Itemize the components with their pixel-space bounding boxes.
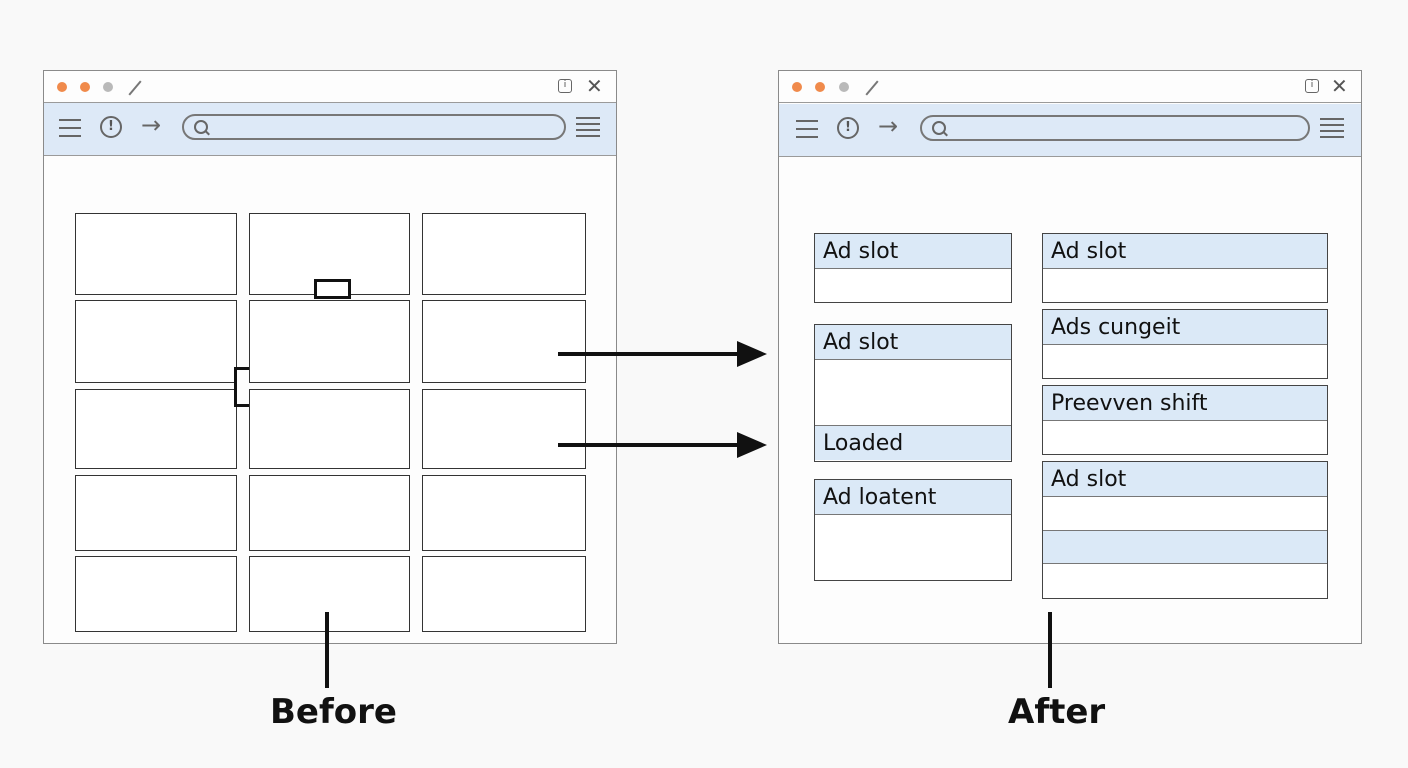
close-icon[interactable]: ✕ — [1331, 74, 1348, 98]
alert-icon[interactable]: ! — [100, 116, 122, 138]
minimize-dot-icon[interactable] — [80, 82, 90, 92]
ad-slot: Ad slot — [1042, 233, 1328, 303]
after-caption-pointer — [1048, 612, 1052, 688]
options-menu-icon[interactable] — [576, 117, 600, 137]
grid-cell — [249, 389, 410, 469]
ad-slot: Ad loatent — [814, 479, 1012, 581]
ad-slot-label: Preevven shift — [1043, 386, 1327, 421]
slash-icon — [128, 80, 142, 96]
search-icon — [194, 120, 208, 134]
grid-cell — [75, 213, 237, 295]
layout-shift-marker — [314, 279, 351, 299]
grid-cell — [422, 556, 586, 632]
ad-slot: Ad slot — [814, 233, 1012, 303]
maximize-dot-icon[interactable] — [103, 82, 113, 92]
grid-cell — [422, 300, 586, 383]
ad-slot-label: Ad slot — [1043, 462, 1327, 497]
slash-icon — [865, 80, 879, 96]
ad-slot: Ad slot Loaded — [814, 324, 1012, 462]
grid-cell — [75, 556, 237, 632]
ad-slot-label: Ad loatent — [815, 480, 1011, 515]
after-caption: After — [1008, 692, 1106, 732]
close-icon[interactable]: ✕ — [586, 74, 603, 98]
ad-slot: Ads cungeit — [1042, 309, 1328, 379]
menu-icon[interactable] — [796, 120, 818, 138]
ad-slot-label: Ad slot — [1043, 234, 1327, 269]
info-icon[interactable]: i — [558, 79, 572, 93]
maximize-dot-icon[interactable] — [839, 82, 849, 92]
before-browser-window: i ✕ ! → — [43, 70, 617, 644]
menu-icon[interactable] — [59, 119, 81, 137]
after-toolbar: ! → — [779, 104, 1361, 157]
forward-arrow-icon[interactable]: → — [878, 112, 899, 140]
after-browser-window: i ✕ ! → Ad slot Ad slot Loaded Ad loaten… — [778, 70, 1362, 644]
grid-cell — [422, 389, 586, 469]
options-menu-icon[interactable] — [1320, 118, 1344, 138]
alert-icon[interactable]: ! — [837, 117, 859, 139]
ad-slot: Ad slot — [1042, 461, 1328, 599]
grid-cell — [422, 475, 586, 551]
loaded-label: Loaded — [815, 425, 1011, 460]
forward-arrow-icon[interactable]: → — [141, 111, 162, 139]
search-bar[interactable] — [182, 114, 566, 140]
before-caption-pointer — [325, 612, 329, 688]
info-icon[interactable]: i — [1305, 79, 1319, 93]
before-title-bar: i ✕ — [44, 71, 616, 103]
before-caption: Before — [270, 692, 397, 732]
minimize-dot-icon[interactable] — [815, 82, 825, 92]
ad-slot: Preevven shift — [1042, 385, 1328, 455]
ad-slot-band — [1043, 530, 1327, 564]
grid-cell — [75, 300, 237, 383]
ad-slot-label: Ad slot — [815, 325, 1011, 360]
ad-slot-label: Ad slot — [815, 234, 1011, 269]
grid-cell — [422, 213, 586, 295]
ad-slot-label: Ads cungeit — [1043, 310, 1327, 345]
close-dot-icon[interactable] — [57, 82, 67, 92]
grid-cell — [249, 556, 410, 632]
after-title-bar: i ✕ — [779, 71, 1361, 103]
grid-cell — [249, 475, 410, 551]
grid-cell — [75, 475, 237, 551]
grid-cell — [249, 300, 410, 383]
search-bar[interactable] — [920, 115, 1310, 141]
layout-shift-bracket — [234, 367, 249, 407]
search-icon — [932, 121, 946, 135]
close-dot-icon[interactable] — [792, 82, 802, 92]
before-toolbar: ! → — [44, 103, 616, 156]
grid-cell — [75, 389, 237, 469]
